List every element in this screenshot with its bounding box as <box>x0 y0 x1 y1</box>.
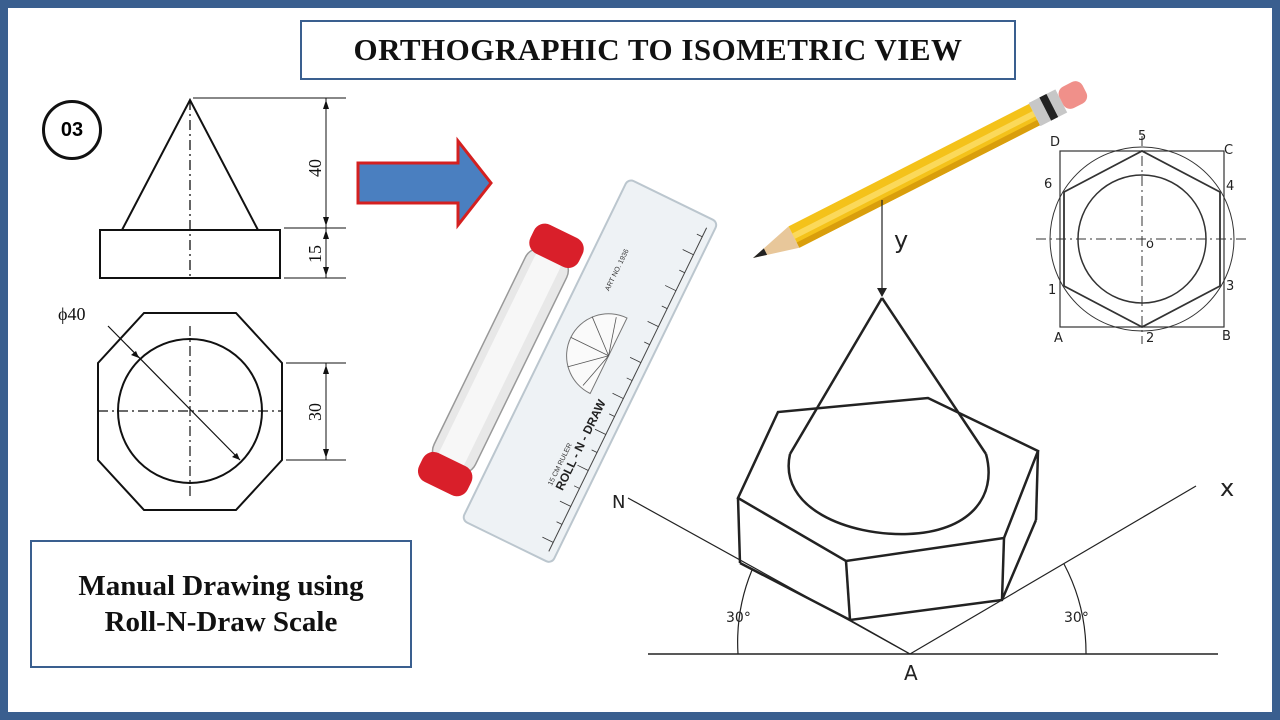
problem-number-badge: 03 <box>42 100 102 160</box>
dim-base-height: 15 <box>305 245 325 263</box>
hex-label-o: o <box>1146 237 1154 252</box>
top-view <box>97 312 346 511</box>
hex-construction <box>1036 136 1248 344</box>
cone-base-ellipse <box>787 453 990 536</box>
construction-hexagon <box>1063 149 1221 329</box>
hex-label-1: 1 <box>1048 283 1056 298</box>
iso-label-A: A <box>904 661 918 685</box>
iso-label-y: y <box>894 226 908 254</box>
x-axis-right <box>909 485 1197 655</box>
roller-cap-left <box>417 451 473 497</box>
iso-angle-right: 30° <box>1064 610 1089 626</box>
right-arrow-icon <box>356 136 493 230</box>
roll-n-draw-ruler: ROLL - N - DRAW 15 CM RULER ART NO. 1936 <box>417 179 718 563</box>
drawing-canvas: 40 15 ϕ40 30 <box>58 81 1248 685</box>
hex-label-6: 6 <box>1044 177 1052 192</box>
pencil-icon <box>753 81 1088 258</box>
hex-label-2: 2 <box>1146 331 1154 346</box>
caption-box: Manual Drawing using Roll-N-Draw Scale <box>30 540 412 668</box>
front-view <box>99 97 346 279</box>
canvas-frame: ORTHOGRAPHIC TO ISOMETRIC VIEW 03 Manual… <box>8 8 1272 712</box>
dim-diameter: ϕ40 <box>58 304 85 324</box>
hex-label-3: 3 <box>1226 279 1234 294</box>
problem-number: 03 <box>60 118 84 141</box>
page-title: ORTHOGRAPHIC TO ISOMETRIC VIEW <box>353 32 963 67</box>
caption-line-2: Roll-N-Draw Scale <box>104 606 338 638</box>
iso-label-N: N <box>612 492 625 513</box>
title-box: ORTHOGRAPHIC TO ISOMETRIC VIEW <box>300 20 1016 80</box>
hex-base-front <box>99 229 281 279</box>
hex-label-5: 5 <box>1138 129 1146 144</box>
roller-cap-right <box>529 223 584 268</box>
hexagon-top <box>97 312 283 511</box>
hex-label-B: B <box>1222 329 1231 344</box>
iso-label-x: x <box>1220 474 1234 502</box>
diameter-leader <box>107 325 241 461</box>
iso-angle-left: 30° <box>726 610 751 626</box>
caption-line-1: Manual Drawing using <box>78 569 364 602</box>
hex-label-4: 4 <box>1226 179 1234 194</box>
hex-label-D: D <box>1050 135 1060 150</box>
dim-cone-height: 40 <box>305 159 325 177</box>
dim-flat-width: 30 <box>305 403 325 421</box>
hex-label-A: A <box>1054 331 1063 346</box>
hex-label-C: C <box>1224 143 1233 158</box>
isometric-view <box>627 200 1218 655</box>
prism-top-face <box>736 396 1040 563</box>
